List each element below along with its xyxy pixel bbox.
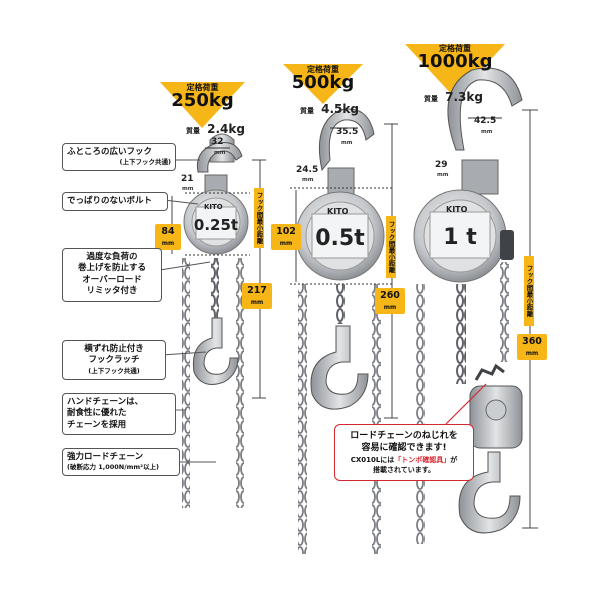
dim-unit-2c: mm: [279, 240, 293, 247]
callout-hand-chain: ハンドチェーンは、 耐食性に優れた チェーンを採用: [62, 393, 176, 436]
dim-hook-opening-3: 42.5: [474, 116, 497, 126]
callout-wide-hook-text: ふところの広いフック: [67, 147, 153, 157]
weight-value-1: 2.4kg: [207, 122, 245, 136]
dim-headroom-3: 360 mm: [517, 334, 547, 360]
dim-body-height-1-value: 84: [161, 226, 175, 237]
headroom-tag-3: フック間最小距離: [524, 256, 534, 326]
twist-notice-l1: ロードチェーンのねじれを: [350, 431, 458, 441]
dim-unit-2b: mm: [302, 177, 314, 183]
hoist-large: 1 t: [413, 67, 523, 544]
capacity-label-3: 定格荷重: [439, 44, 471, 53]
callout-latch-l2: フックラッチ: [88, 355, 140, 366]
dim-hook-throat-1: 21: [181, 174, 194, 184]
dim-hook-opening-1: 32: [211, 137, 224, 147]
dim-unit-2d: mm: [383, 304, 397, 311]
callout-latch-sub: (上下フック共通): [88, 366, 140, 375]
twist-notice-note: CX010Lには「トンボ確認具」が 搭載されています。: [339, 456, 469, 475]
twist-notice-l4: 搭載されています。: [372, 465, 436, 474]
hoist-small: 0.25t: [182, 133, 249, 508]
hoist-medium: 0.5t: [295, 108, 385, 554]
dim-headroom-3-value: 360: [522, 336, 542, 347]
dim-unit-3b: mm: [437, 172, 449, 178]
capacity-label-1: 定格荷重: [186, 83, 219, 92]
weight-block-3: 質量 7.3kg: [424, 86, 514, 105]
headroom-tag-1: フック間最小距離: [254, 188, 264, 248]
dim-hook-opening-2: 35.5: [336, 127, 359, 137]
weight-label-1: 質量: [186, 127, 200, 135]
dim-unit-1b: mm: [182, 186, 194, 192]
callout-hand-chain-l3: チェーンを採用: [67, 419, 127, 430]
callout-overload-l4: リミッタ付き: [86, 286, 138, 297]
callout-latch-l1: 横ずれ防止付き: [84, 344, 144, 354]
dim-body-height-2-value: 102: [276, 226, 296, 237]
brand-logo-3: KITO: [446, 205, 468, 214]
weight-label-3: 質量: [424, 95, 438, 103]
callout-no-bolt-text: でっぱりのないボルト: [67, 196, 153, 206]
dim-headroom-2: 260 mm: [375, 288, 405, 314]
dim-body-height-1: 84 mm: [155, 224, 181, 250]
callout-no-bolt: でっぱりのないボルト: [62, 192, 168, 212]
capacity-triangle-2: [283, 64, 363, 104]
callout-hand-chain-l1: ハンドチェーンは、: [67, 397, 144, 407]
body-label-2: 0.5t: [315, 226, 365, 251]
twist-check-notice: ロードチェーンのねじれを 容易に確認できます! CX010Lには「トンボ確認具」…: [334, 424, 474, 482]
callout-overload-l3: オーバーロード: [82, 274, 142, 285]
twist-notice-red: 「トンボ確認具」: [394, 456, 451, 465]
twist-notice-post: が: [450, 456, 458, 465]
callout-latch: 横ずれ防止付き フックラッチ (上下フック共通): [62, 340, 166, 380]
callout-load-chain-l1: 強力ロードチェーン: [67, 452, 144, 462]
capacity-block-2: 定格荷重 500kg: [283, 66, 363, 92]
callout-wide-hook-sub: (上下フック共通): [119, 158, 171, 167]
callout-wide-hook: ふところの広いフック (上下フック共通): [62, 143, 176, 172]
callout-load-chain: 強力ロードチェーン (破断応力 1,000N/mm²以上): [62, 448, 180, 477]
brand-logo-1: KITO: [204, 203, 223, 211]
weight-block-1: 質量 2.4kg: [186, 118, 266, 137]
capacity-value-1: 250kg: [171, 90, 234, 111]
dim-hook-throat-3: 29: [435, 160, 448, 170]
capacity-block-1: 定格荷重 250kg: [160, 84, 245, 110]
dim-body-height-2: 102 mm: [271, 224, 301, 250]
body-label-3: 1 t: [443, 225, 477, 250]
callout-overload: 過度な負荷の 巻上げを防止する オーバーロード リミッタ付き: [62, 248, 162, 302]
callout-hand-chain-l2: 耐食性に優れた: [67, 408, 127, 419]
weight-block-2: 質量 4.5kg: [300, 98, 380, 117]
dim-unit-3d: mm: [525, 350, 539, 357]
dim-unit-1c: mm: [161, 240, 175, 247]
capacity-value-3: 1000kg: [417, 51, 493, 72]
twist-notice-pre: CX010Lには: [350, 456, 395, 465]
weight-label-2: 質量: [300, 107, 314, 115]
weight-value-2: 4.5kg: [321, 102, 359, 116]
capacity-value-2: 500kg: [291, 72, 355, 93]
capacity-label-2: 定格荷重: [307, 65, 339, 74]
capacity-triangle-1: [160, 82, 245, 128]
capacity-triangle-3: [405, 44, 505, 98]
callout-overload-l1: 過度な負荷の: [86, 252, 138, 262]
body-label-1: 0.25t: [194, 216, 238, 234]
dim-unit-1a: mm: [214, 150, 226, 156]
brand-logo-2: KITO: [327, 207, 349, 216]
headroom-tag-2: フック間最小距離: [386, 216, 396, 278]
dim-headroom-2-value: 260: [380, 290, 400, 301]
capacity-block-3: 定格荷重 1000kg: [405, 45, 505, 71]
dim-unit-2a: mm: [341, 140, 353, 146]
callout-overload-l2: 巻上げを防止する: [77, 263, 146, 274]
twist-notice-l2: 容易に確認できます!: [361, 443, 447, 454]
dim-hook-throat-2: 24.5: [296, 165, 319, 175]
dim-headroom-1-value: 217: [247, 285, 267, 296]
dim-unit-1d: mm: [250, 299, 264, 306]
callout-load-chain-sub: (破断応力 1,000N/mm²以上): [67, 463, 159, 472]
weight-value-3: 7.3kg: [445, 90, 483, 104]
dim-unit-3a: mm: [481, 129, 493, 135]
dim-headroom-1: 217 mm: [242, 283, 272, 309]
